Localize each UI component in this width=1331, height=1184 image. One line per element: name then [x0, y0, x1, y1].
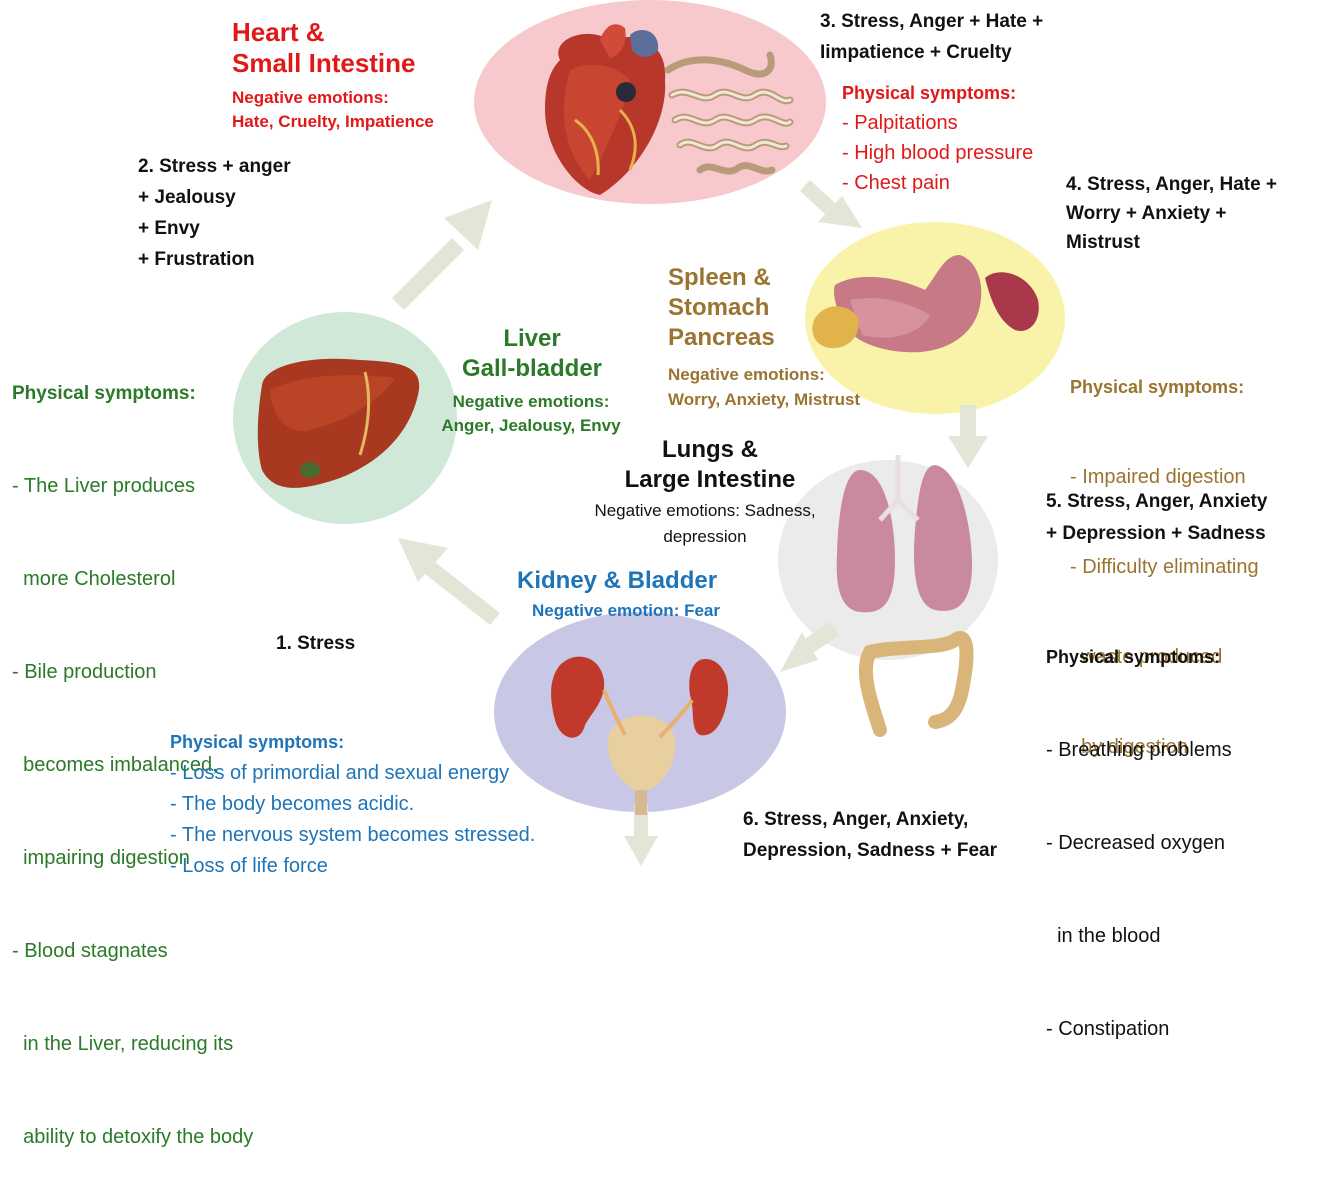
arrow-kidney-to-liver: [398, 538, 500, 625]
heart-title: Heart & Small Intestine: [232, 17, 416, 79]
spleen-title-line-3: Pancreas: [668, 323, 775, 353]
stage-5-line-1: 5. Stress, Anger, Anxiety: [1046, 486, 1267, 518]
liver-symptom-8: ability to detoxify the body: [12, 1122, 253, 1153]
liver-title: Liver Gall-bladder: [443, 324, 621, 384]
stage-2-line-1: 2. Stress + anger: [138, 151, 291, 182]
lungs-symptom-2: - Decreased oxygen: [1046, 828, 1232, 859]
lungs-emotions: Negative emotions: Sadness, depression: [570, 498, 840, 550]
stage-2-line-2: + Jealousy: [138, 182, 291, 213]
kidney-symptom-1: - Loss of primordial and sexual energy: [170, 758, 535, 789]
arrow-liver-to-heart: [392, 200, 492, 310]
stage-2-line-3: + Envy: [138, 213, 291, 244]
heart-symptom-1: - Palpitations: [842, 108, 1033, 138]
stage-2-line-4: + Frustration: [138, 244, 291, 275]
liver-title-line-2: Gall-bladder: [443, 354, 621, 384]
lungs-symptoms-label: Physical symptoms:: [1046, 642, 1232, 673]
lungs-symptom-3: in the blood: [1046, 921, 1232, 952]
liver-symptom-2: more Cholesterol: [12, 564, 253, 595]
heart-symptom-3: - Chest pain: [842, 168, 1033, 198]
large-intestine-image: [866, 638, 967, 730]
kidney-emotions: Negative emotion: Fear: [532, 600, 720, 622]
heart-symptom-2: - High blood pressure: [842, 138, 1033, 168]
spleen-title-line-2: Stomach: [668, 293, 775, 323]
stage-4-line-1: 4. Stress, Anger, Hate +: [1066, 170, 1277, 199]
lungs-symptom-4: - Constipation: [1046, 1014, 1232, 1045]
kidney-symptom-2: - The body becomes acidic.: [170, 789, 535, 820]
kidney-symptoms: Physical symptoms: - Loss of primordial …: [170, 727, 535, 882]
liver-symptom-1: - The Liver produces: [12, 471, 253, 502]
lungs-emotions-line-1: Negative emotions: Sadness,: [570, 498, 840, 524]
liver-symptom-3: - Bile production: [12, 657, 253, 688]
stage-3-line-2: Iimpatience + Cruelty: [820, 37, 1043, 68]
stage-4-line-3: Mistrust: [1066, 228, 1277, 257]
lungs-symptoms: Physical symptoms: - Breathing problems …: [1046, 580, 1232, 1076]
heart-title-line-2: Small Intestine: [232, 48, 416, 79]
lungs-emotions-line-2: depression: [570, 524, 840, 550]
stage-3: 3. Stress, Anger + Hate + Iimpatience + …: [820, 6, 1043, 68]
liver-symptom-7: in the Liver, reducing its: [12, 1029, 253, 1060]
lungs-title-line-2: Large Intestine: [596, 465, 824, 495]
heart-emotions: Negative emotions: Hate, Cruelty, Impati…: [232, 86, 434, 134]
stage-6-line-2: Depression, Sadness + Fear: [743, 835, 997, 866]
kidney-symptom-3: - The nervous system becomes stressed.: [170, 820, 535, 851]
lungs-symptom-1: - Breathing problems: [1046, 735, 1232, 766]
stage-5: 5. Stress, Anger, Anxiety + Depression +…: [1046, 486, 1267, 550]
heart-emotions-value: Hate, Cruelty, Impatience: [232, 110, 434, 134]
stage-6-line-1: 6. Stress, Anger, Anxiety,: [743, 804, 997, 835]
lungs-title: Lungs & Large Intestine: [596, 435, 824, 495]
liver-emotions-label: Negative emotions:: [432, 390, 630, 414]
spleen-symptom-2: - Difficulty eliminating: [1070, 552, 1259, 582]
heart-symptoms-label: Physical symptoms:: [842, 78, 1033, 108]
heart-emotions-label: Negative emotions:: [232, 86, 434, 110]
stage-3-line-1: 3. Stress, Anger + Hate +: [820, 6, 1043, 37]
lungs-title-line-1: Lungs &: [596, 435, 824, 465]
stage-6: 6. Stress, Anger, Anxiety, Depression, S…: [743, 804, 997, 866]
liver-title-line-1: Liver: [443, 324, 621, 354]
spleen-title: Spleen & Stomach Pancreas: [668, 263, 775, 353]
kidney-symptoms-label: Physical symptoms:: [170, 727, 535, 758]
liver-symptom-6: - Blood stagnates: [12, 936, 253, 967]
spleen-symptoms-label: Physical symptoms:: [1070, 372, 1259, 402]
liver-emotions: Negative emotions: Anger, Jealousy, Envy: [432, 390, 630, 438]
kidney-symptom-4: - Loss of life force: [170, 851, 535, 882]
spleen-emotions-value: Worry, Anxiety, Mistrust: [668, 387, 860, 412]
stage-4-line-2: Worry + Anxiety +: [1066, 199, 1277, 228]
arrow-spleen-to-lungs: [948, 405, 988, 468]
kidney-title: Kidney & Bladder: [517, 566, 717, 596]
spleen-emotions: Negative emotions: Worry, Anxiety, Mistr…: [668, 362, 860, 412]
heart-title-line-1: Heart &: [232, 17, 416, 48]
stage-5-line-2: + Depression + Sadness: [1046, 518, 1267, 550]
stage-2: 2. Stress + anger + Jealousy + Envy + Fr…: [138, 151, 291, 275]
spleen-emotions-label: Negative emotions:: [668, 362, 860, 387]
stage-4: 4. Stress, Anger, Hate + Worry + Anxiety…: [1066, 170, 1277, 257]
heart-symptoms: Physical symptoms: - Palpitations - High…: [842, 78, 1033, 198]
spleen-title-line-1: Spleen &: [668, 263, 775, 293]
stage-1: 1. Stress: [276, 633, 355, 656]
liver-symptoms-label: Physical symptoms:: [12, 378, 253, 409]
